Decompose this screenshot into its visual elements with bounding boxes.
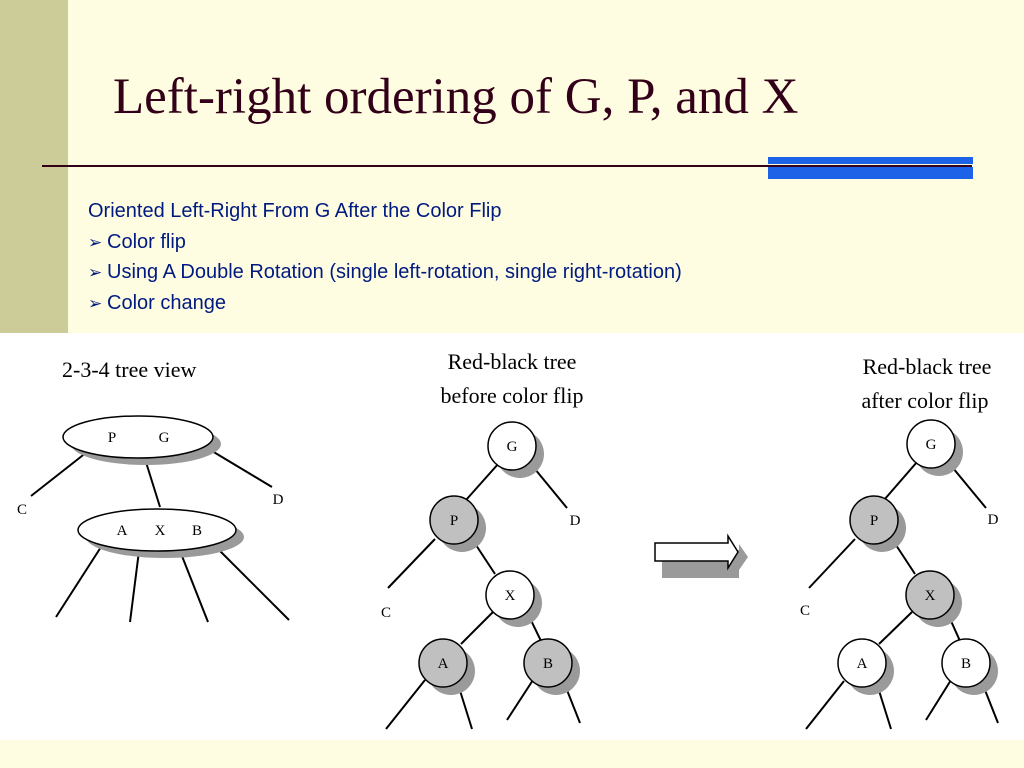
slide-title: Left-right ordering of G, P, and X — [113, 69, 799, 125]
after-caption-line1: Red-black tree — [863, 354, 992, 379]
tree-234-edges — [30, 447, 290, 623]
node-key-b: B — [192, 523, 202, 539]
rb-tree-before: Red-black tree before color flip G P — [381, 349, 584, 730]
leaf-label-d: D — [988, 512, 999, 528]
edge — [206, 447, 273, 488]
node-circle — [418, 638, 468, 688]
node-label: G — [507, 439, 518, 455]
node-label: A — [438, 656, 449, 672]
bullet-text: Color flip — [107, 230, 186, 253]
edge — [387, 538, 436, 589]
bullet-item: Oriented Left-Right From G After the Col… — [88, 196, 682, 227]
node-label: G — [926, 437, 937, 453]
title-divider — [42, 165, 972, 167]
bullet-item: ➢Using A Double Rotation (single left-ro… — [88, 257, 682, 288]
bullet-item: ➢Color change — [88, 288, 682, 319]
node-x: X — [905, 570, 962, 627]
node-a: A — [837, 638, 894, 695]
node-b: B — [941, 638, 998, 695]
leaf-label-c: C — [800, 603, 810, 619]
node-label: B — [543, 656, 553, 672]
node-circle — [837, 638, 887, 688]
bullet-text: Oriented Left-Right From G After the Col… — [88, 200, 502, 222]
edge — [506, 679, 534, 721]
node-g: G — [906, 419, 963, 476]
arrow-bullet-icon: ➢ — [88, 293, 103, 314]
edge — [212, 543, 290, 621]
arrow-shape — [654, 533, 739, 571]
node-x: X — [485, 570, 542, 627]
edge — [925, 679, 952, 721]
after-caption-line2: after color flip — [861, 388, 988, 413]
node-a: A — [418, 638, 475, 695]
edge — [883, 461, 918, 501]
leaf-label-d: D — [273, 492, 284, 508]
node-circle — [487, 421, 537, 471]
node-circle — [905, 570, 955, 620]
tree-diagrams: 2-3-4 tree view P G A X B C D Red-black … — [17, 349, 999, 730]
tree-234-view: 2-3-4 tree view P G A X B C D — [17, 357, 290, 623]
edge — [30, 451, 88, 497]
bullet-list: Oriented Left-Right From G After the Col… — [88, 196, 682, 318]
arrow-bullet-icon: ➢ — [88, 232, 103, 253]
edge — [55, 546, 102, 618]
leaf-label-c: C — [17, 502, 27, 518]
node-p: P — [849, 495, 906, 552]
node-key-p: P — [108, 430, 116, 446]
bullet-text: Color change — [107, 291, 226, 314]
node-label: A — [857, 656, 868, 672]
leaf-label-d: D — [570, 513, 581, 529]
before-caption-line2: before color flip — [441, 383, 584, 408]
edge — [460, 611, 494, 645]
node-label: B — [961, 656, 971, 672]
bullet-text: Using A Double Rotation (single left-rot… — [107, 261, 682, 283]
node-g: G — [487, 421, 544, 478]
node-label: X — [925, 588, 936, 604]
before-caption-line1: Red-black tree — [448, 349, 577, 374]
edge — [805, 680, 845, 730]
node-label: P — [870, 513, 878, 529]
node-circle — [485, 570, 535, 620]
rb-tree-after: Red-black tree after color flip G P — [800, 354, 999, 730]
bullet-item: ➢Color flip — [88, 227, 682, 258]
edge — [878, 611, 913, 645]
node-key-g: G — [159, 430, 170, 446]
node-p: P — [429, 495, 486, 552]
node-circle — [906, 419, 956, 469]
node-label: P — [450, 513, 458, 529]
edge — [144, 458, 161, 508]
edge — [808, 538, 856, 589]
right-block-arrow-icon — [654, 533, 748, 578]
node-b: B — [523, 638, 580, 695]
node-label: X — [505, 588, 516, 604]
node-circle — [429, 495, 479, 545]
arrow-bullet-icon: ➢ — [88, 263, 103, 283]
leaf-label-c: C — [381, 605, 391, 621]
node-key-x: X — [155, 523, 166, 539]
edge — [179, 550, 209, 623]
node-axb-ellipse — [77, 508, 237, 552]
node-circle — [941, 638, 991, 688]
node-circle — [849, 495, 899, 545]
node-circle — [523, 638, 573, 688]
node-pg-ellipse — [62, 415, 214, 459]
diagram-panel: 2-3-4 tree view P G A X B C D Red-black … — [0, 333, 1024, 740]
title-accent-bar — [768, 157, 973, 179]
edge — [129, 550, 140, 623]
edge — [385, 679, 426, 730]
edge — [465, 462, 500, 501]
node-key-a: A — [117, 523, 128, 539]
tree-234-caption: 2-3-4 tree view — [62, 357, 196, 382]
